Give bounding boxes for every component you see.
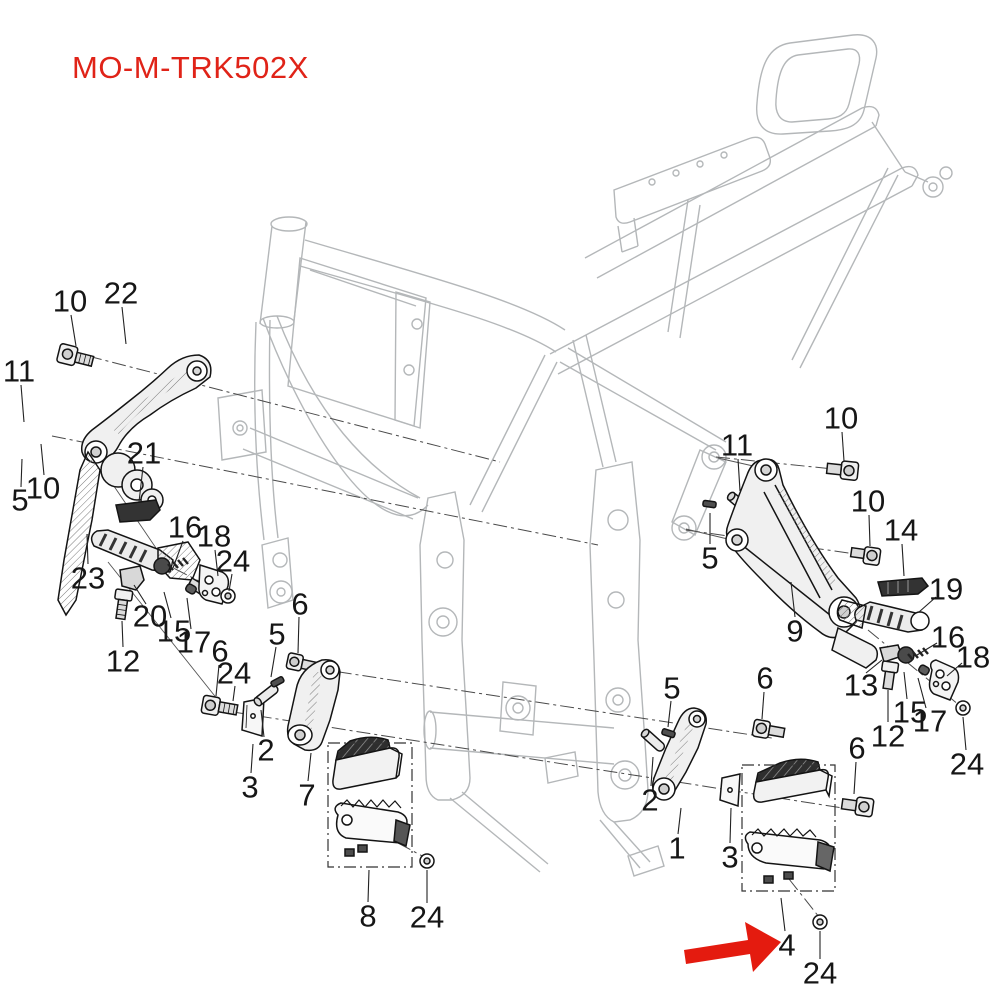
callout-leader-6-36 bbox=[761, 691, 765, 720]
group-box-1 bbox=[327, 742, 413, 868]
footrest-offroad-right bbox=[744, 828, 835, 873]
callout-leader-12-13 bbox=[121, 620, 124, 648]
nut-icon bbox=[763, 871, 794, 884]
callout-leader-24-9 bbox=[228, 573, 233, 592]
pin-icon bbox=[185, 583, 197, 595]
bolt-icon bbox=[881, 660, 900, 691]
bolt-icon bbox=[56, 343, 95, 368]
bolt-icon bbox=[285, 652, 318, 673]
nut-icon bbox=[344, 844, 368, 857]
callout-leader-15-11 bbox=[163, 591, 172, 619]
washer-icon bbox=[955, 700, 971, 716]
callout-leader-1-41 bbox=[677, 807, 682, 835]
callout-leader-24-15 bbox=[232, 685, 236, 702]
callout-leader-2-18 bbox=[260, 709, 265, 738]
footrest-bracket-front-right bbox=[725, 458, 879, 669]
group-box-2 bbox=[741, 764, 836, 892]
bolt-icon bbox=[825, 460, 860, 481]
callout-leader-9-30 bbox=[790, 581, 796, 618]
footrest-peg-right bbox=[836, 599, 930, 633]
bolt-icon bbox=[751, 718, 786, 739]
washer-icon bbox=[419, 853, 435, 869]
callout-leader-15-32 bbox=[903, 671, 908, 700]
footrest-street-left bbox=[332, 736, 403, 790]
bolt-icon bbox=[840, 796, 875, 818]
callout-leader-10-25 bbox=[868, 514, 871, 547]
callout-leader-10-24 bbox=[841, 431, 845, 462]
shim-plate-right bbox=[719, 773, 741, 808]
bolt-icon bbox=[200, 694, 239, 716]
footrest-lever-right bbox=[651, 707, 707, 801]
clip-left bbox=[119, 565, 145, 591]
callout-leader-18-29 bbox=[946, 662, 963, 677]
callout-leader-2-40 bbox=[650, 756, 654, 787]
set-screw-icon bbox=[702, 499, 717, 509]
callout-leader-6-17 bbox=[297, 616, 300, 654]
callout-leader-24-35 bbox=[962, 716, 967, 751]
bolt-icon bbox=[114, 588, 134, 621]
callout-leader-17-33 bbox=[917, 677, 927, 709]
callout-leader-23-6 bbox=[86, 533, 89, 565]
callout-leader-5-38 bbox=[667, 700, 672, 728]
callout-leader-8-21 bbox=[367, 869, 370, 903]
set-screw-icon bbox=[661, 728, 676, 739]
callout-leader-22-1 bbox=[121, 306, 127, 345]
pointer-arrow bbox=[684, 922, 781, 972]
stopper-plate-right bbox=[928, 659, 960, 701]
pivot-bush-right bbox=[897, 646, 915, 664]
heel-guard-blade-left bbox=[57, 450, 101, 617]
callout-leader-4-43 bbox=[780, 897, 786, 932]
set-screw-icon bbox=[270, 676, 285, 688]
footrest-bracket-front-left bbox=[80, 354, 212, 512]
footrest-rubber-right bbox=[877, 577, 930, 597]
footrest-bracket-rear-left bbox=[286, 659, 341, 752]
callout-leader-19-27 bbox=[918, 596, 937, 613]
callout-leader-3-42 bbox=[729, 807, 732, 844]
footrest-street-right bbox=[752, 758, 833, 803]
spring-icon bbox=[907, 647, 929, 661]
callout-leader-6-39 bbox=[853, 761, 857, 795]
clevis-pin-icon bbox=[640, 728, 666, 752]
callout-leader-17-12 bbox=[186, 597, 192, 630]
callout-leader-10-3 bbox=[40, 443, 45, 476]
motorcycle-frame bbox=[217, 34, 953, 877]
callout-leader-7-20 bbox=[307, 752, 312, 782]
spring-icon bbox=[167, 557, 189, 571]
callout-leader-11-23 bbox=[737, 458, 741, 492]
callout-leader-16-28 bbox=[916, 642, 938, 656]
callout-leader-21-5 bbox=[138, 466, 144, 503]
pin-icon bbox=[918, 664, 930, 676]
callout-leader-13-31 bbox=[865, 659, 883, 674]
callout-leader-5-16 bbox=[270, 646, 277, 678]
bolt-icon bbox=[849, 546, 882, 566]
callout-leader-18-8 bbox=[214, 549, 219, 577]
callout-leader-3-19 bbox=[250, 743, 254, 774]
callout-leader-5-4 bbox=[20, 458, 23, 488]
callout-leader-6-14 bbox=[215, 664, 220, 697]
footrest-offroad-left bbox=[334, 799, 411, 848]
callout-leader-10-0 bbox=[70, 314, 77, 347]
washer-icon bbox=[812, 914, 828, 930]
page-title: MO-M-TRK502X bbox=[72, 50, 309, 85]
callout-leader-16-7 bbox=[172, 540, 184, 569]
callout-leader-14-26 bbox=[901, 543, 905, 577]
clevis-pin-icon bbox=[253, 684, 279, 707]
washer-icon bbox=[220, 588, 236, 604]
pivot-bush-left bbox=[153, 557, 171, 575]
footrest-rubber-left bbox=[115, 499, 161, 523]
leader-line-layer bbox=[20, 306, 967, 959]
callout-leader-11-2 bbox=[20, 384, 25, 423]
callout-leader-20-10 bbox=[133, 584, 147, 605]
group-box-layer bbox=[327, 742, 836, 892]
